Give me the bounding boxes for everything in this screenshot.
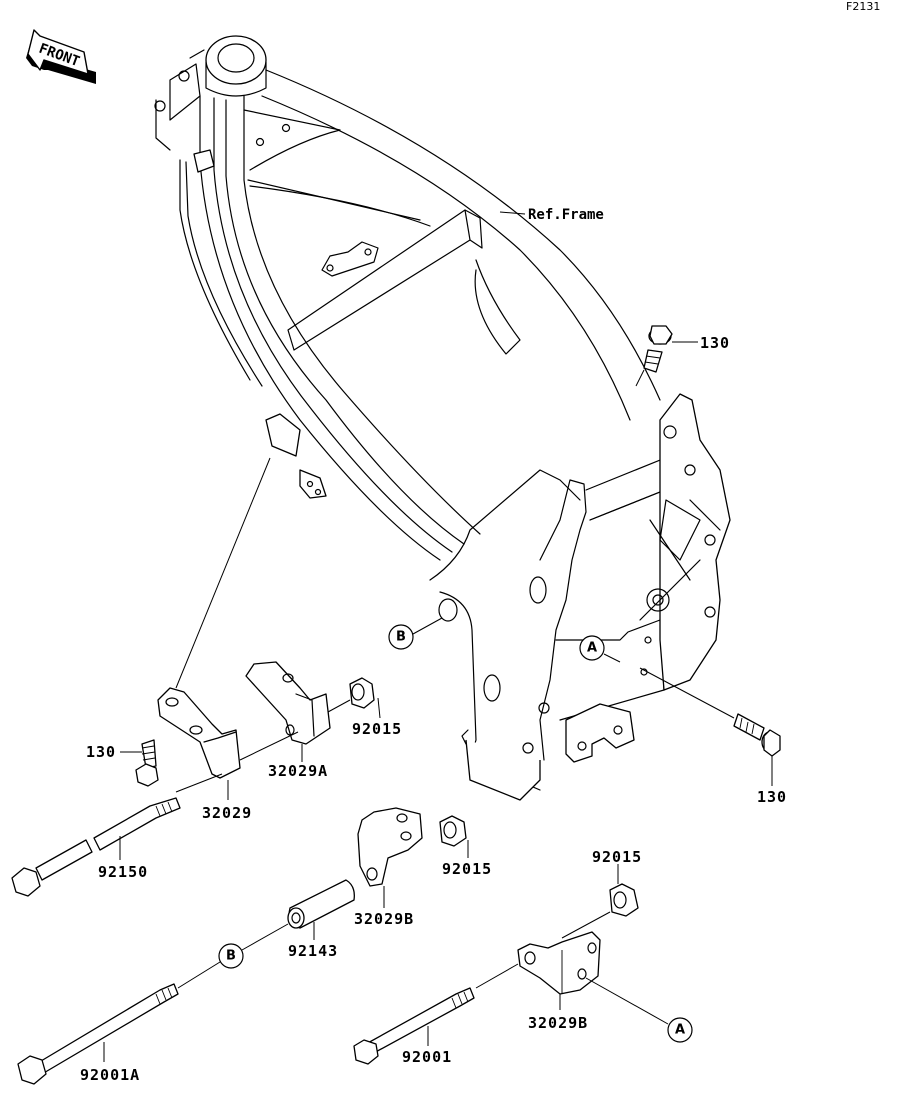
part-label-92015-upper: 92015 [352, 720, 402, 738]
bolt-130-left[interactable]: 130 [86, 739, 159, 787]
part-label-32029b-lower: 32029B [528, 1014, 588, 1032]
part-label-92001: 92001 [402, 1048, 452, 1066]
bolt-92001[interactable]: 92001 [353, 963, 519, 1066]
svg-text:A: A [587, 641, 597, 656]
figure-code: F2131 [846, 0, 880, 13]
frame-drawing [154, 35, 731, 801]
bracket-32029[interactable]: 32029 [157, 687, 299, 822]
part-label-32029: 32029 [202, 804, 252, 822]
svg-text:B: B [396, 630, 406, 645]
marker-b-frame[interactable]: B [388, 617, 443, 650]
marker-b-bolt[interactable]: B [218, 923, 289, 969]
bracket-32029a[interactable]: 32029A [245, 661, 331, 780]
bolt-92001a[interactable]: 92001A [17, 961, 221, 1085]
part-label-130-left: 130 [86, 743, 116, 761]
part-label-92001a: 92001A [80, 1066, 140, 1084]
nut-92015-middle[interactable]: 92015 [439, 815, 492, 878]
bolt-130-right[interactable]: 130 [639, 667, 787, 806]
marker-a-bracket[interactable]: A [585, 977, 693, 1043]
part-label-92015-middle: 92015 [442, 860, 492, 878]
front-arrow-icon: FRONT [26, 29, 96, 84]
bolt-92150[interactable]: 92150 [11, 773, 223, 897]
svg-text:B: B [226, 949, 236, 964]
bolt-130-top[interactable]: 130 [635, 325, 730, 387]
marker-a-frame[interactable]: A [579, 635, 621, 663]
part-label-130-top: 130 [700, 334, 730, 352]
part-label-130-right: 130 [757, 788, 787, 806]
part-label-92150: 92150 [98, 863, 148, 881]
nut-92015-lower[interactable]: 92015 [561, 848, 642, 939]
leader-ref-frame [499, 211, 526, 215]
part-label-32029a: 32029A [268, 762, 328, 780]
collar-92143[interactable]: 92143 [287, 879, 355, 960]
part-label-92015-lower: 92015 [592, 848, 642, 866]
nut-92015-upper[interactable]: 92015 [327, 677, 402, 738]
ref-frame-label: Ref.Frame [528, 207, 604, 223]
svg-text:A: A [675, 1023, 685, 1038]
bracket-32029b-middle[interactable]: 32029B [354, 807, 423, 928]
bracket-32029b-lower[interactable]: 32029B [517, 931, 601, 1032]
part-label-92143: 92143 [288, 942, 338, 960]
part-label-32029b-middle: 32029B [354, 910, 414, 928]
